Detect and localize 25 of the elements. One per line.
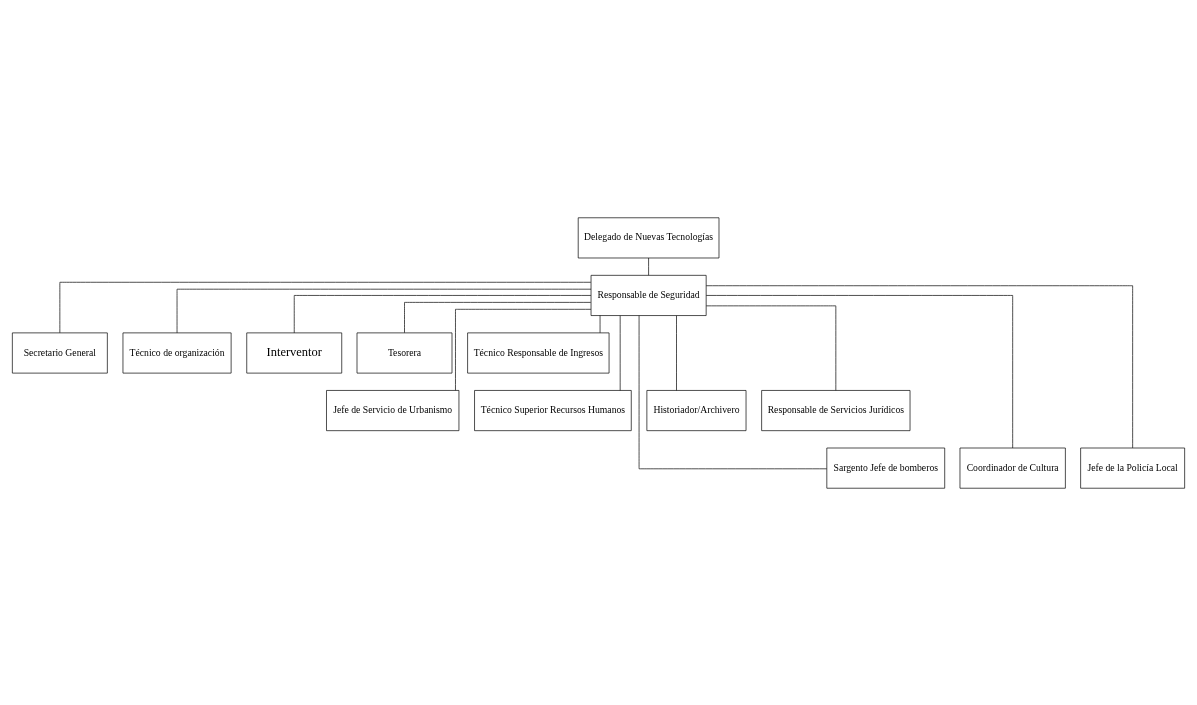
node-box: Tesorera (356, 332, 453, 373)
node-box: Historiador/Archivero (646, 389, 747, 431)
connector (293, 294, 592, 333)
node-box: Técnico de organización (122, 332, 232, 373)
node-box: Técnico Responsable de Ingresos (467, 332, 610, 373)
connector (648, 257, 649, 276)
node-box: Técnico Superior Recursos Humanos (474, 389, 632, 431)
connector (619, 314, 621, 391)
node-box: Delegado de Nuevas Tecnologías (577, 216, 720, 258)
node-box: Jefe de la Policía Local (1080, 447, 1185, 489)
node-box: Coordinador de Cultura (959, 447, 1066, 489)
connector (638, 314, 828, 469)
node-box: Responsable de Seguridad (590, 274, 707, 316)
connector (676, 314, 677, 391)
node-box: Sargento Jefe de bomberos (826, 447, 946, 489)
node-box: Interventor (246, 332, 343, 373)
connector (705, 305, 837, 391)
connector (599, 314, 601, 333)
connector (455, 308, 592, 391)
connector (404, 301, 592, 333)
node-box: Responsable de Servicios Jurídicos (761, 389, 911, 431)
node-box: Jefe de Servicio de Urbanismo (326, 389, 460, 431)
connector (705, 294, 1013, 448)
connector (705, 284, 1133, 448)
node-box: Secretario General (12, 332, 108, 373)
